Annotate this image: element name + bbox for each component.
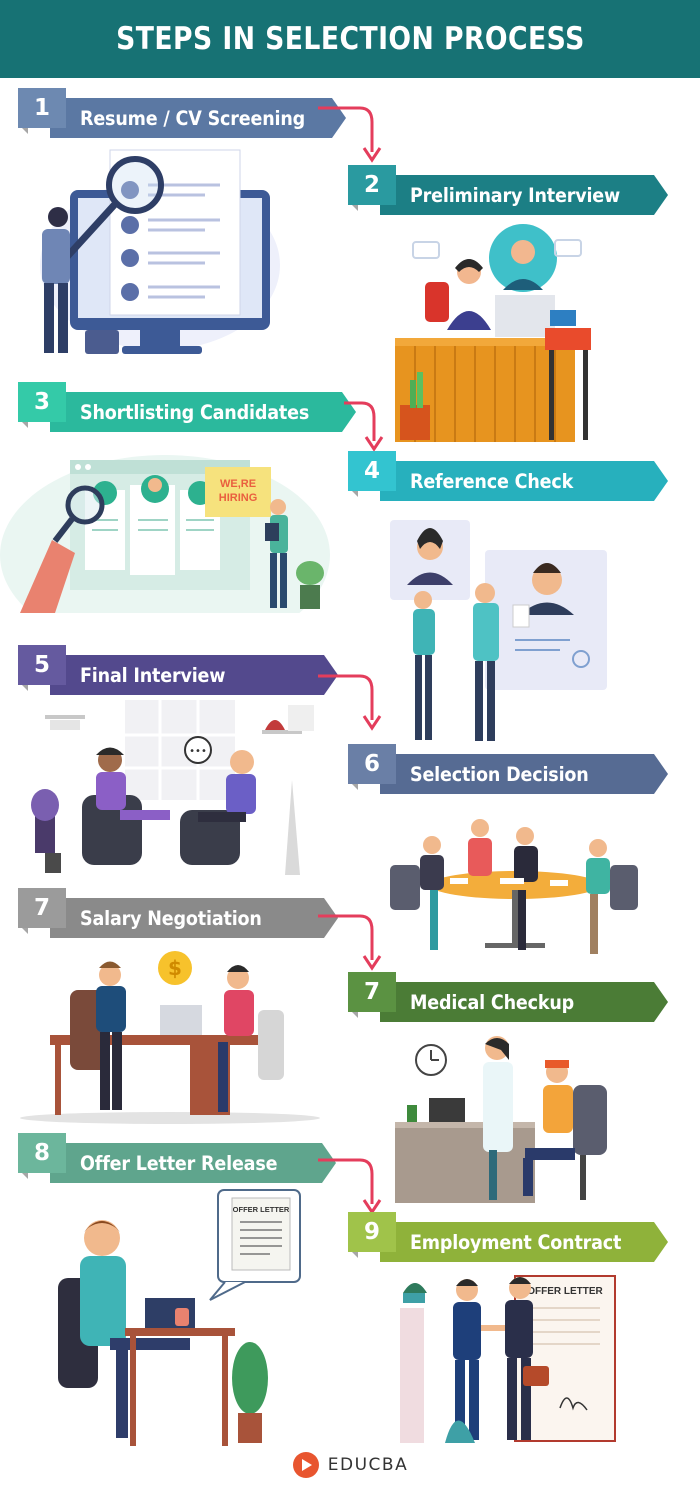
page-title: STEPS IN SELECTION PROCESS <box>115 21 585 57</box>
step-label-band: Employment Contract <box>380 1222 668 1262</box>
step-2: 2 Preliminary Interview <box>348 165 648 205</box>
svg-text:$: $ <box>168 956 182 980</box>
step-6: 6 Selection Decision <box>348 744 648 784</box>
offer-letter-caption: OFFER LETTER <box>233 1205 290 1214</box>
step-label-band: Salary Negotiation <box>50 898 338 938</box>
step-number: 5 <box>18 645 66 691</box>
step-9: 9 Employment Contract <box>348 1212 648 1252</box>
step-label-band: Selection Decision <box>380 754 668 794</box>
step-number: 7 <box>348 972 396 1018</box>
arrow-7-to-7b <box>318 914 382 971</box>
header-banner: STEPS IN SELECTION PROCESS <box>0 0 700 78</box>
step-label-band: Final Interview <box>50 655 338 695</box>
step-label-band: Medical Checkup <box>380 982 668 1022</box>
employment-contract-illustration: OFFER LETTER <box>400 1275 616 1443</box>
step-1: 1 Resume / CV Screening <box>18 88 318 128</box>
offer-letter-release-illustration: OFFER LETTER <box>58 1189 301 1446</box>
step-number: 2 <box>348 165 396 211</box>
step-label: Selection Decision <box>410 762 589 786</box>
step-number: 3 <box>18 382 66 428</box>
step-label: Shortlisting Candidates <box>80 400 310 424</box>
step-7: 7 Salary Negotiation <box>18 888 318 928</box>
selection-decision-illustration <box>390 819 638 954</box>
step-label-band: Reference Check <box>380 461 668 501</box>
step-label: Preliminary Interview <box>410 183 621 207</box>
step-label: Employment Contract <box>410 1230 622 1254</box>
footer-brand: EDUCBA <box>0 1445 700 1485</box>
reference-check-illustration <box>390 520 607 741</box>
step-number: 9 <box>348 1212 396 1258</box>
step-label-band: Resume / CV Screening <box>50 98 346 138</box>
step-4: 4 Reference Check <box>348 451 648 491</box>
educba-logo-icon <box>292 1452 319 1478</box>
arrow-1-to-2 <box>318 106 382 163</box>
step-label: Final Interview <box>80 663 226 687</box>
salary-negotiation-illustration: $ <box>20 951 320 1124</box>
step-label: Resume / CV Screening <box>80 106 306 130</box>
step-label-band: Shortlisting Candidates <box>50 392 356 432</box>
step-number: 1 <box>18 88 66 134</box>
step-number: 6 <box>348 744 396 790</box>
step-label: Reference Check <box>410 469 574 493</box>
step-label: Medical Checkup <box>410 990 575 1014</box>
step-3: 3 Shortlisting Candidates <box>18 382 348 422</box>
step-number: 4 <box>348 451 396 497</box>
preliminary-interview-illustration <box>395 224 591 442</box>
step-label: Offer Letter Release <box>80 1151 278 1175</box>
brand-name: EDUCBA <box>327 1455 409 1475</box>
medical-checkup-illustration <box>395 1036 607 1203</box>
svg-text:•••: ••• <box>189 746 207 757</box>
offer-letter-title: OFFER LETTER <box>527 1286 603 1297</box>
step-label: Salary Negotiation <box>80 906 262 930</box>
final-interview-illustration: ••• <box>31 700 314 875</box>
arrow-3-to-4 <box>344 401 384 452</box>
arrow-5-to-6 <box>318 674 382 731</box>
step-label-band: Offer Letter Release <box>50 1143 336 1183</box>
step-number: 8 <box>18 1133 66 1179</box>
step-number: 7 <box>18 888 66 934</box>
step-7-medical: 7 Medical Checkup <box>348 972 648 1012</box>
step-8: 8 Offer Letter Release <box>18 1133 318 1173</box>
step-label-band: Preliminary Interview <box>380 175 668 215</box>
resume-screening-illustration <box>40 149 280 354</box>
step-5: 5 Final Interview <box>18 645 318 685</box>
